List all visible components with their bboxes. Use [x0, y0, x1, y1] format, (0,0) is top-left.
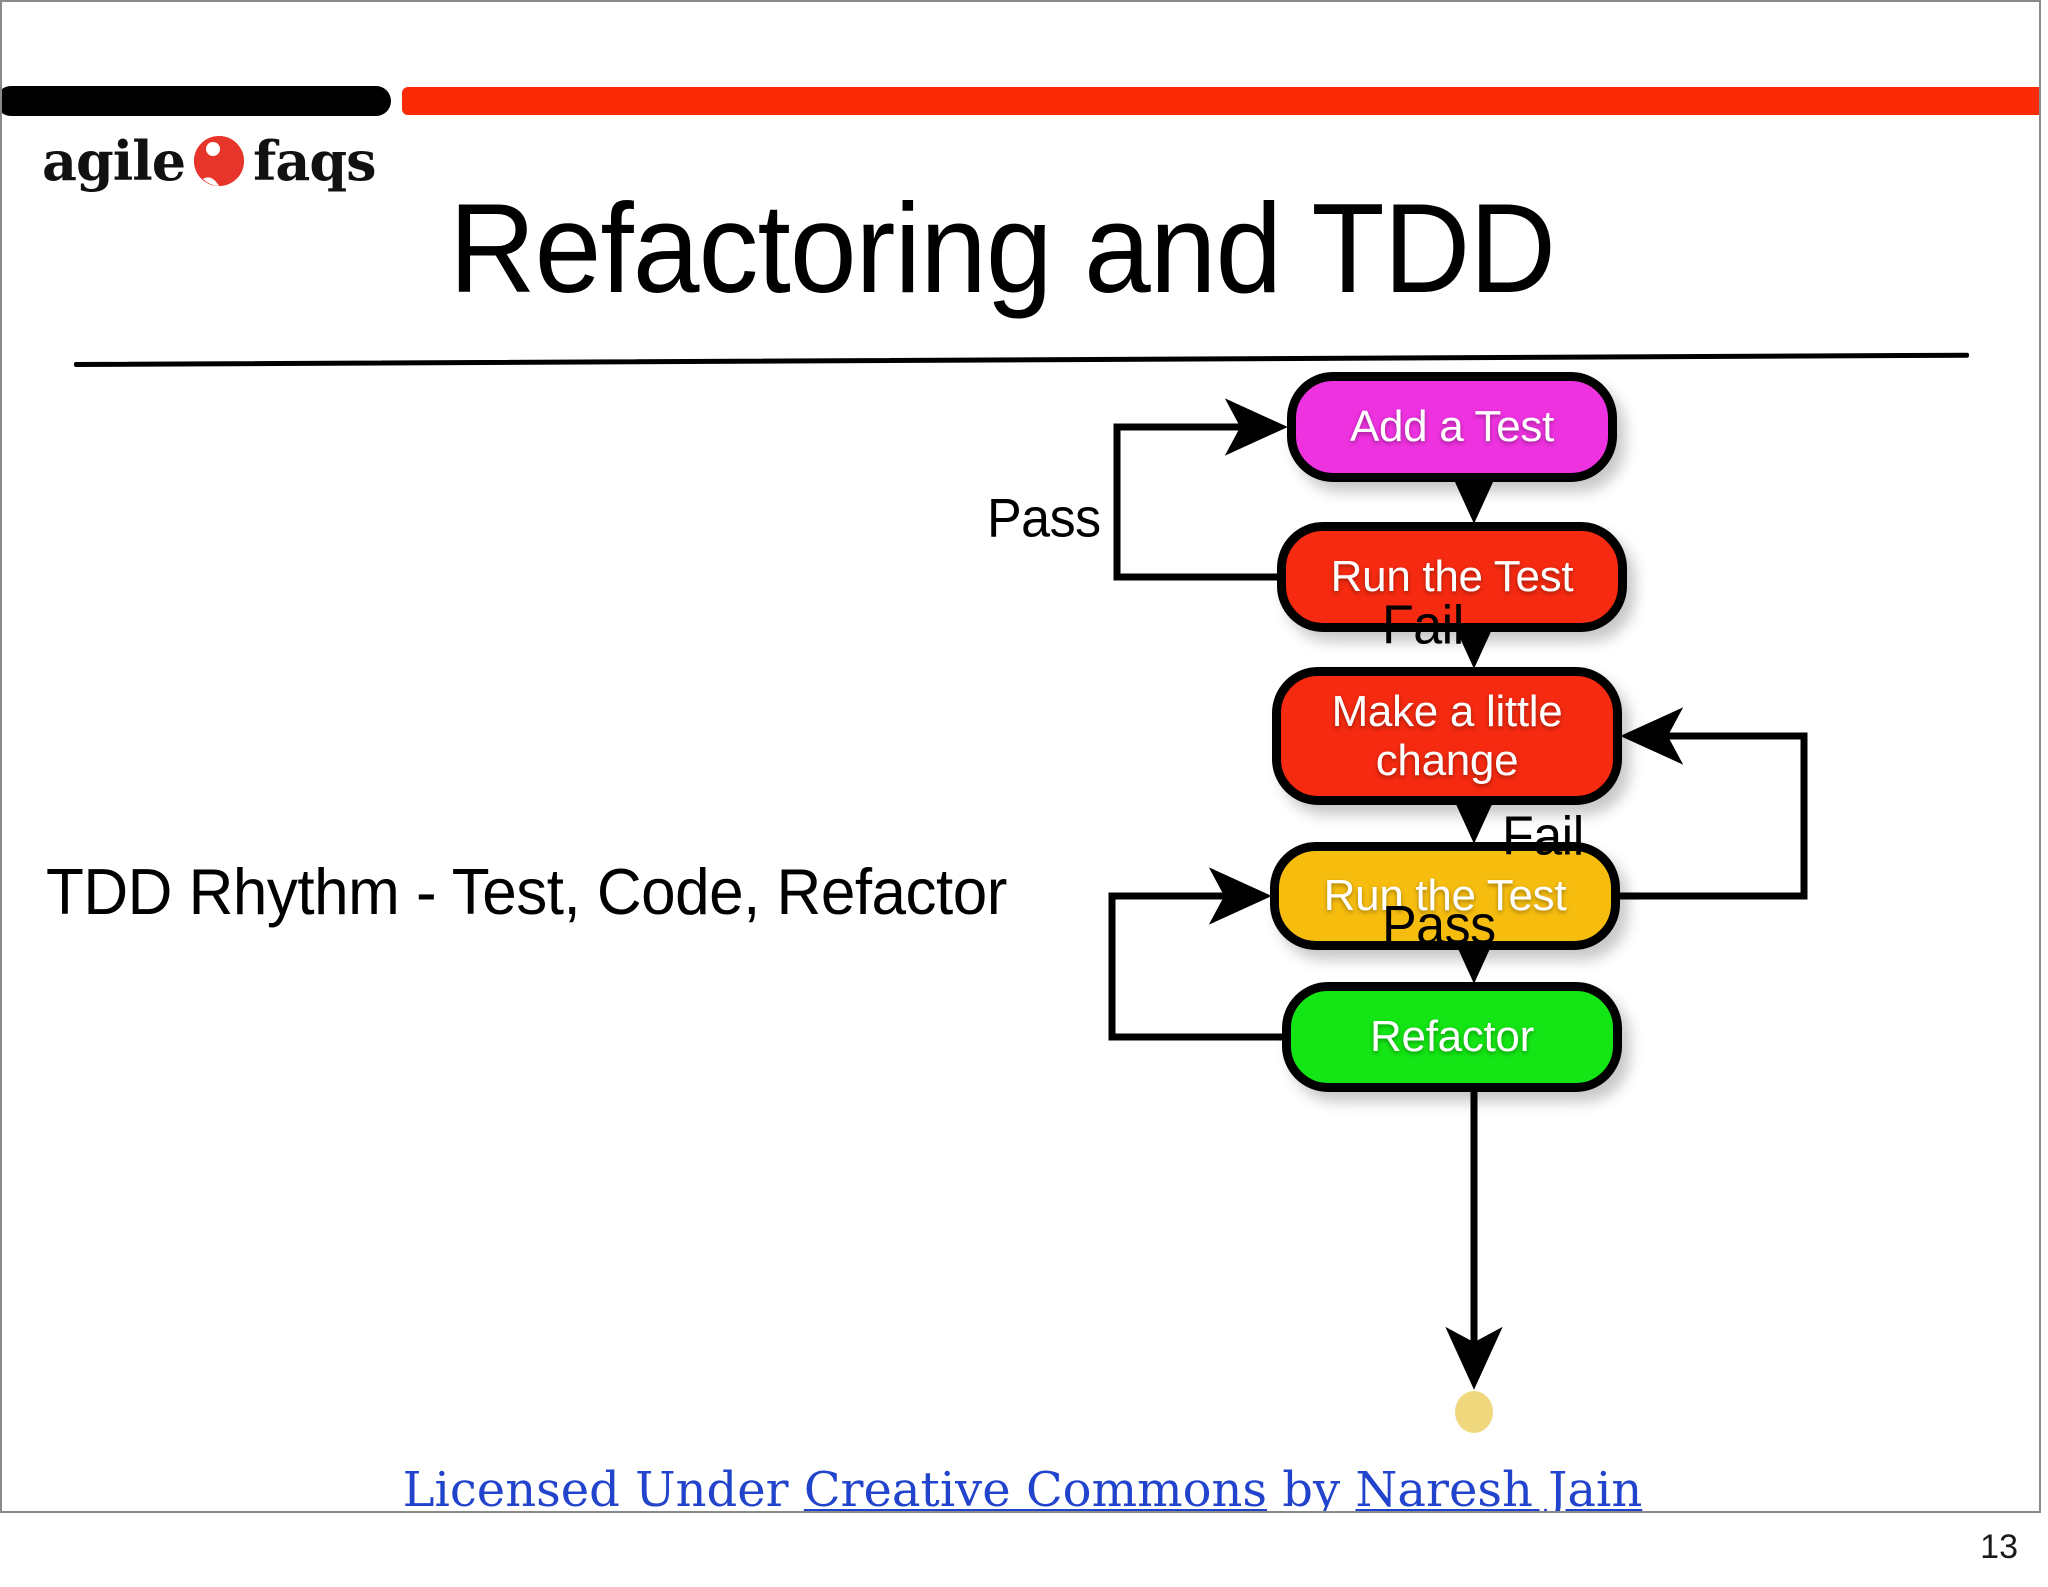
- flow-node-run-the-test-2[interactable]: Run the Test: [1270, 842, 1620, 950]
- pass-loop-edge: [1113, 398, 1288, 581]
- fail-loop-edge: [1620, 707, 1808, 900]
- tdd-flowchart: Add a Test Run the Test Make a little ch…: [987, 372, 1912, 1452]
- edge-label-pass-2: Pass: [1382, 895, 1496, 956]
- title-divider: [73, 352, 1969, 367]
- creative-commons-link[interactable]: Creative Commons: [803, 1462, 1268, 1513]
- license-middle: by: [1267, 1462, 1356, 1513]
- flow-node-refactor[interactable]: Refactor: [1282, 982, 1622, 1092]
- flow-node-make-a-little-change[interactable]: Make a little change: [1272, 667, 1622, 805]
- logo-text-left: agile: [42, 129, 186, 193]
- edge-label-fail-2: Fail: [1502, 806, 1584, 867]
- flow-node-run-the-test-1[interactable]: Run the Test: [1277, 522, 1627, 632]
- license-prefix: Licensed Under: [402, 1462, 804, 1513]
- header-bar-black: [2, 86, 391, 116]
- page-title: Refactoring and TDD: [449, 177, 1556, 320]
- flow-node-add-a-test[interactable]: Add a Test: [1287, 372, 1617, 482]
- lead-text: TDD Rhythm - Test, Code, Refactor: [46, 856, 1007, 929]
- end-terminal-dot: [1455, 1391, 1493, 1433]
- edge-label-pass-1: Pass: [987, 488, 1101, 549]
- slide-canvas: agile faqs Refactoring and TDD TDD Rhyth…: [0, 0, 2041, 1513]
- yin-yang-mark-icon: [193, 135, 245, 187]
- license-footer: Licensed Under Creative Commons by Nares…: [2, 1462, 2039, 1513]
- page-number: 13: [1980, 1528, 2018, 1566]
- agilefaqs-logo[interactable]: agile faqs: [42, 129, 377, 193]
- refactor-loop-edge: [1108, 867, 1282, 1041]
- logo-text-right: faqs: [253, 129, 376, 193]
- header-bar-red: [402, 87, 2039, 115]
- edge-label-fail-1: Fail: [1382, 595, 1464, 656]
- author-link[interactable]: Naresh Jain: [1355, 1462, 1643, 1513]
